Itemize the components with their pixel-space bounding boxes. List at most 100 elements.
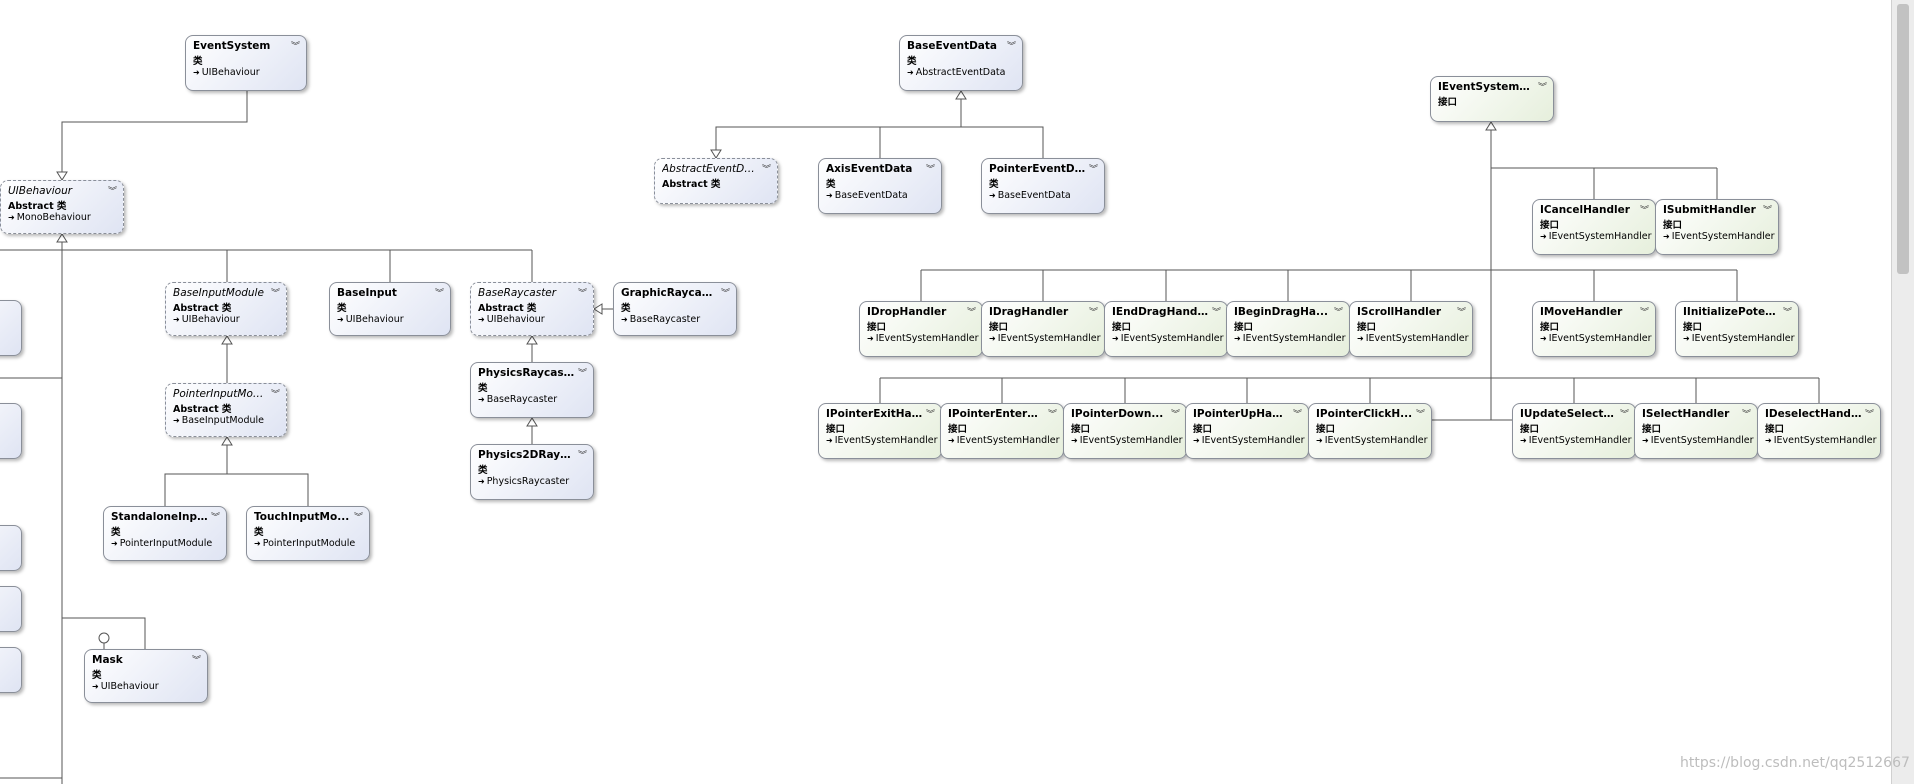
chevron-double-down-icon[interactable]: ︾ [925,165,935,175]
class-name: GraphicRaycas... [621,287,718,299]
class-name: IEndDragHand... [1112,306,1209,318]
class-box-ipointer-enter-handler[interactable]: IPointerEnterH...接口➜IEventSystemHandler︾ [940,403,1064,459]
chevron-double-down-icon[interactable]: ︾ [761,165,771,175]
class-box-pointer-input-module[interactable]: PointerInputMod...Abstract 类➜BaseInputMo… [165,383,287,437]
chevron-double-down-icon[interactable]: ︾ [1088,165,1098,175]
class-box-graphic-raycaster[interactable]: GraphicRaycas...类➜BaseRaycaster︾ [613,282,737,336]
chevron-double-down-icon[interactable]: ︾ [1762,206,1772,216]
cropped-class-box[interactable] [0,300,22,356]
class-name: PhysicsRaycaster [478,367,575,379]
chevron-double-down-icon[interactable]: ︾ [1537,83,1547,93]
class-name: IScrollHandler [1357,306,1442,318]
class-name: IPointerClickH... [1316,408,1413,420]
chevron-double-down-icon[interactable]: ︾ [107,187,117,197]
base-class-name: IEventSystemHandler [1548,231,1652,242]
class-box-touch-input-module[interactable]: TouchInputMo...类➜PointerInputModule︾ [246,506,370,561]
vertical-scrollbar[interactable] [1891,0,1914,784]
chevron-double-down-icon[interactable]: ︾ [210,513,220,523]
inherit-arrow-icon: ➜ [193,68,200,77]
class-box-ievent-system-handler[interactable]: IEventSystemH...接口︾ [1430,76,1554,122]
class-box-ipointer-up-handler[interactable]: IPointerUpHan...接口➜IEventSystemHandler︾ [1185,403,1309,459]
chevron-double-down-icon[interactable]: ︾ [290,42,300,52]
chevron-double-down-icon[interactable]: ︾ [434,289,444,299]
base-class: ➜IEventSystemHandler [1112,333,1224,344]
chevron-double-down-icon[interactable]: ︾ [270,289,280,299]
chevron-double-down-icon[interactable]: ︾ [1741,410,1751,420]
lollipop-icon [98,632,110,644]
chevron-double-down-icon[interactable]: ︾ [1006,42,1016,52]
base-class-name: IEventSystemHandler [1201,435,1305,446]
cropped-class-box[interactable] [0,403,22,459]
class-box-standalone-input-module[interactable]: StandaloneInp...类➜PointerInputModule︾ [103,506,227,561]
class-box-iupdate-selected-handler[interactable]: IUpdateSelecte...接口➜IEventSystemHandler︾ [1512,403,1636,459]
chevron-double-down-icon[interactable]: ︾ [1619,410,1629,420]
class-box-physics2-draycaster[interactable]: Physics2DRayc...类➜PhysicsRaycaster︾ [470,444,594,500]
chevron-double-down-icon[interactable]: ︾ [1088,308,1098,318]
chevron-double-down-icon[interactable]: ︾ [577,451,587,461]
class-box-ibegin-drag-handler[interactable]: IBeginDragHa...接口➜IEventSystemHandler︾ [1226,301,1350,357]
chevron-double-down-icon[interactable]: ︾ [1782,308,1792,318]
class-box-ipointer-down-handler[interactable]: IPointerDown...接口➜IEventSystemHandler︾ [1063,403,1187,459]
class-box-iend-drag-handler[interactable]: IEndDragHand...接口➜IEventSystemHandler︾ [1104,301,1228,357]
class-box-ipointer-exit-handler[interactable]: IPointerExitHa...接口➜IEventSystemHandler︾ [818,403,942,459]
scrollbar-thumb[interactable] [1897,4,1909,274]
class-box-ipointer-click-handler[interactable]: IPointerClickH...接口➜IEventSystemHandler︾ [1308,403,1432,459]
base-class-name: PointerInputModule [262,538,356,549]
base-class: ➜UIBehaviour [92,681,159,692]
chevron-double-down-icon[interactable]: ︾ [353,513,363,523]
chevron-double-down-icon[interactable]: ︾ [1211,308,1221,318]
base-class-name: UIBehaviour [100,681,159,692]
chevron-double-down-icon[interactable]: ︾ [1170,410,1180,420]
inherit-arrow-icon: ➜ [1193,436,1200,445]
chevron-double-down-icon[interactable]: ︾ [270,390,280,400]
class-name: IUpdateSelecte... [1520,408,1617,420]
class-box-iinitialize-potential-drag-handler[interactable]: IInitializePoten...接口➜IEventSystemHandle… [1675,301,1799,357]
class-kind: 接口 [1234,322,1254,333]
chevron-double-down-icon[interactable]: ︾ [720,289,730,299]
chevron-double-down-icon[interactable]: ︾ [1047,410,1057,420]
base-class-name: IEventSystemHandler [875,333,979,344]
chevron-double-down-icon[interactable]: ︾ [1639,308,1649,318]
chevron-double-down-icon[interactable]: ︾ [1292,410,1302,420]
class-name: EventSystem [193,40,271,52]
chevron-double-down-icon[interactable]: ︾ [1864,410,1874,420]
cropped-class-box[interactable] [0,525,22,571]
inherit-arrow-icon: ➜ [92,682,99,691]
base-class-name: IEventSystemHandler [997,333,1101,344]
chevron-double-down-icon[interactable]: ︾ [1639,206,1649,216]
chevron-double-down-icon[interactable]: ︾ [966,308,976,318]
chevron-double-down-icon[interactable]: ︾ [1333,308,1343,318]
class-name: BaseRaycaster [478,287,557,299]
chevron-double-down-icon[interactable]: ︾ [925,410,935,420]
cropped-class-box[interactable] [0,647,22,693]
chevron-double-down-icon[interactable]: ︾ [1456,308,1466,318]
class-name: BaseInputModule [173,287,264,299]
cropped-class-box[interactable] [0,586,22,632]
class-name: ICancelHandler [1540,204,1630,216]
edge-baseeventdata-abstract [715,91,962,150]
class-box-pointer-event-data[interactable]: PointerEventD...类➜BaseEventData︾ [981,158,1105,214]
inherit-arrow-icon: ➜ [8,213,15,222]
chevron-double-down-icon[interactable]: ︾ [191,656,201,666]
chevron-double-down-icon[interactable]: ︾ [1415,410,1425,420]
chevron-double-down-icon[interactable]: ︾ [577,369,587,379]
chevron-double-down-icon[interactable]: ︾ [577,289,587,299]
